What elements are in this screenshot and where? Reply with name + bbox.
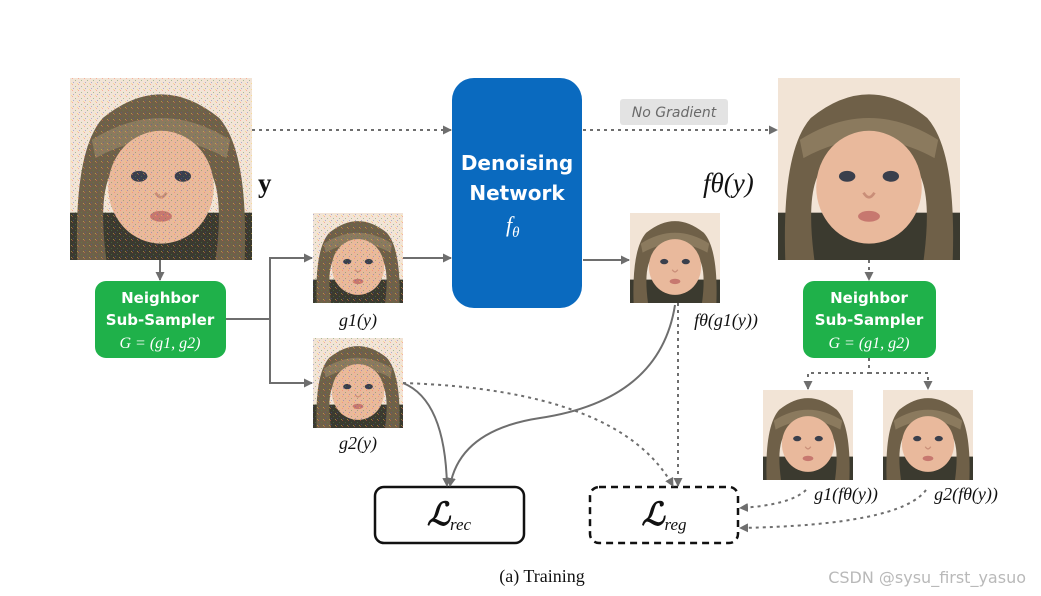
g1-f-y-image xyxy=(763,390,853,480)
g1-f-y-label: g1(fθ(y)) xyxy=(814,484,878,505)
arrow-g2-to-lreg xyxy=(402,382,674,487)
denoising-network: Denoising Network fθ xyxy=(452,78,582,308)
noisy-input-label: y xyxy=(258,168,272,198)
g1-y-image xyxy=(313,213,403,303)
arrow-sampler-to-g1f xyxy=(803,358,870,390)
network-symbol: fθ xyxy=(506,212,520,241)
g2-f-y-label: g2(fθ(y)) xyxy=(934,484,998,505)
sampler-right-line2: Sub-Sampler xyxy=(815,311,924,329)
network-label-line1: Denoising xyxy=(461,151,573,175)
arrow-sampler-to-g1 xyxy=(226,253,313,320)
loss-rec-label: ℒrec xyxy=(427,496,472,534)
watermark: CSDN @sysu_first_yasuo xyxy=(828,568,1026,588)
sampler-left-line2: Sub-Sampler xyxy=(106,311,215,329)
denoised-output-image xyxy=(778,78,960,260)
arrow-g2-to-lrec xyxy=(402,382,452,487)
g2-y-label: g2(y) xyxy=(339,433,377,454)
arrow-g1f-to-lreg xyxy=(739,489,807,513)
loss-reg-label: ℒreg xyxy=(641,496,686,534)
neighbor-sub-sampler-left: Neighbor Sub-Sampler G = (g1, g2) xyxy=(95,281,226,358)
arrow-sampler-to-g2f xyxy=(869,372,933,390)
sampler-left-formula: G = (g1, g2) xyxy=(119,335,200,352)
noisy-input-image xyxy=(70,78,252,260)
loss-reg-box: ℒreg xyxy=(588,485,740,545)
denoised-output-label: fθ(y) xyxy=(703,168,754,198)
f-g1-y-image xyxy=(630,213,720,303)
arrow-g2f-to-lreg xyxy=(739,489,927,533)
sampler-right-line1: Neighbor xyxy=(830,289,908,307)
g2-f-y-image xyxy=(883,390,973,480)
g2-y-image xyxy=(313,338,403,428)
no-gradient-tag: No Gradient xyxy=(620,99,728,125)
neighbor-sub-sampler-right: Neighbor Sub-Sampler G = (g1, g2) xyxy=(803,281,936,358)
figure-caption: (a) Training xyxy=(499,566,585,587)
arrow-fg1-to-lrec xyxy=(446,304,676,487)
f-g1-y-label: fθ(g1(y)) xyxy=(694,310,758,331)
network-label-line2: Network xyxy=(469,181,565,205)
sampler-right-formula: G = (g1, g2) xyxy=(828,335,909,352)
arrow-sampler-to-g2 xyxy=(269,319,313,388)
no-gradient-label: No Gradient xyxy=(632,105,717,121)
loss-rec-box: ℒrec xyxy=(373,485,526,545)
sampler-left-line1: Neighbor xyxy=(121,289,199,307)
g1-y-label: g1(y) xyxy=(339,310,377,331)
